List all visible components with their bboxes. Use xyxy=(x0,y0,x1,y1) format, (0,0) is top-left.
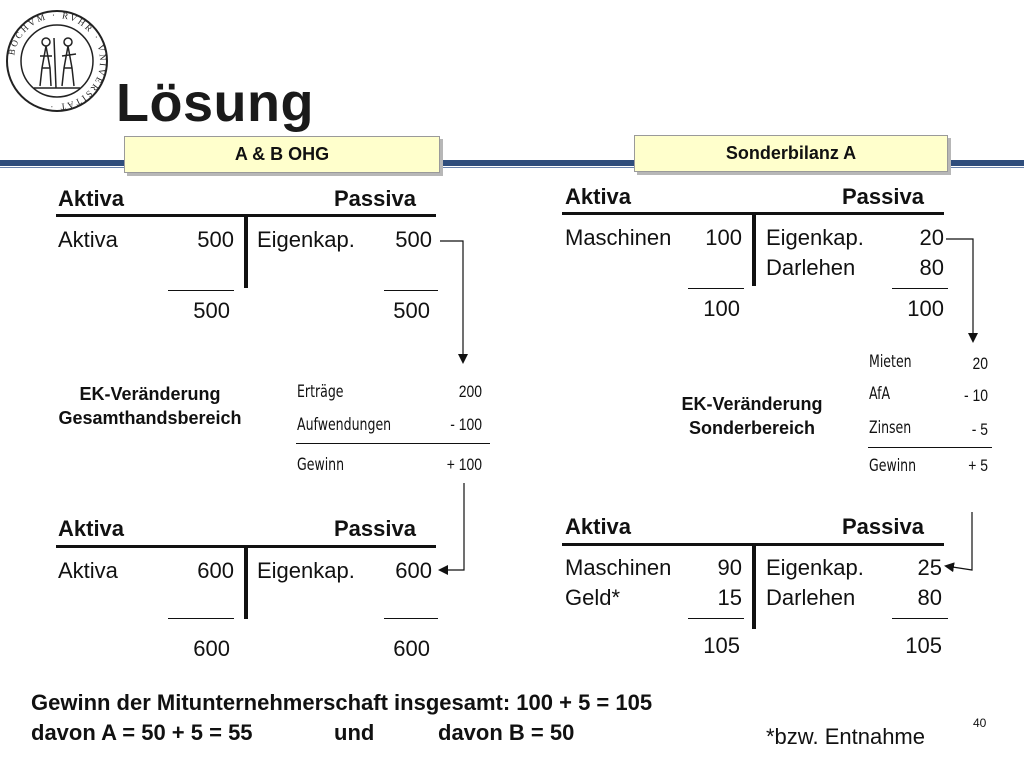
ohg-profit-to-equity-arrow xyxy=(438,483,465,575)
sonder-change-row-value: - 10 xyxy=(963,386,988,405)
sonder-after-passiva-header: Passiva xyxy=(842,514,924,539)
sonder-before-aktiva-header: Aktiva xyxy=(565,184,632,209)
ohg-after-right-value: 600 xyxy=(395,558,432,583)
ohg-label-box: A & B OHG xyxy=(124,136,440,173)
ohg-change-caption-line2: Gesamthandsbereich xyxy=(58,408,242,428)
sonder-change-sum-rule xyxy=(868,447,992,448)
university-seal-logo: BOCHVM · RVHR · VNIVERSITAT · xyxy=(6,10,108,112)
ohg-before-divider xyxy=(244,214,248,288)
sonder-change-row-label: Zinsen xyxy=(869,418,912,438)
ohg-equity-down-arrow xyxy=(440,240,468,364)
sonder-after-divider xyxy=(752,543,756,629)
summary-line-2-b: davon B = 50 xyxy=(438,720,575,745)
sonder-before-right-value: 80 xyxy=(919,255,944,280)
header-rule xyxy=(0,160,1024,166)
ohg-before-right-value: 500 xyxy=(395,227,432,252)
ohg-before-passiva-header: Passiva xyxy=(334,186,416,211)
sonder-after-right-label: Eigenkap. xyxy=(766,555,864,580)
sonder-before-divider xyxy=(752,212,756,286)
sonder-change-row-label: Mieten xyxy=(869,352,912,372)
sonder-before-right-sum-rule xyxy=(892,288,948,289)
sonder-after-aktiva-header: Aktiva xyxy=(565,514,632,539)
ohg-change-sum-rule xyxy=(296,443,490,444)
ohg-change-caption: EK-Veränderung Gesamthandsbereich xyxy=(30,382,270,430)
ohg-after-aktiva-header: Aktiva xyxy=(58,516,125,541)
sonder-after-left-value: 15 xyxy=(717,585,742,610)
sonder-after-left-label: Geld* xyxy=(565,585,621,610)
sonder-change-row-value: - 5 xyxy=(971,420,988,439)
sonder-after-right-sum-rule xyxy=(892,618,948,619)
sonder-before-left-value: 100 xyxy=(705,225,742,250)
sonder-after-left-value: 90 xyxy=(717,555,742,580)
ohg-after-right-label: Eigenkap. xyxy=(257,558,355,583)
sonder-profit-to-equity-arrow xyxy=(944,512,973,573)
ohg-before-left-value: 500 xyxy=(197,227,234,252)
ohg-change-caption-line1: EK-Veränderung xyxy=(79,384,221,404)
sonder-change-caption-line2: Sonderbereich xyxy=(688,418,816,438)
sonder-before-left-sum-rule xyxy=(688,288,744,289)
ohg-change-row-value: 200 xyxy=(458,382,482,401)
sonder-after-left-label: Maschinen xyxy=(565,555,672,580)
sonder-change-result-label: Gewinn xyxy=(869,456,917,476)
ohg-before-left-total: 500 xyxy=(193,298,230,323)
ohg-after-right-total: 600 xyxy=(393,636,430,661)
summary-line-1: Gewinn der Mitunternehmerschaft insgesam… xyxy=(31,690,653,715)
ohg-after-divider xyxy=(244,545,248,619)
ohg-change-row-value: - 100 xyxy=(450,415,482,434)
sonder-before-right-label: Darlehen xyxy=(766,255,856,280)
ohg-change-row-label: Erträge xyxy=(297,382,344,402)
sonder-label-box: Sonderbilanz A xyxy=(634,135,948,172)
ohg-after-right-sum-rule xyxy=(384,618,438,619)
sonder-equity-down-arrow xyxy=(946,238,978,343)
ohg-after-left-label: Aktiva xyxy=(58,558,118,583)
header-rule-thin xyxy=(0,167,1024,168)
summary-line-2-und: und xyxy=(334,720,375,745)
sonder-after-right-total: 105 xyxy=(905,633,942,658)
sonder-before-left-total: 100 xyxy=(703,296,740,321)
sonder-before-passiva-header: Passiva xyxy=(842,184,924,209)
ohg-change-row-label: Aufwendungen xyxy=(297,415,392,435)
ohg-change-result-label: Gewinn xyxy=(297,455,345,475)
sonder-change-result-value: + 5 xyxy=(968,456,988,475)
sonder-before-left-label: Maschinen xyxy=(565,225,672,250)
sonder-change-caption: EK-Veränderung Sonderbereich xyxy=(642,392,862,440)
ohg-before-right-total: 500 xyxy=(393,298,430,323)
ohg-before-aktiva-header: Aktiva xyxy=(58,186,125,211)
sonder-before-right-value: 20 xyxy=(919,225,944,250)
page-number: 40 xyxy=(973,716,987,730)
sonder-change-row-value: 20 xyxy=(972,354,988,373)
ohg-before-right-label: Eigenkap. xyxy=(257,227,355,252)
sonder-after-left-sum-rule xyxy=(688,618,744,619)
ohg-before-left-sum-rule xyxy=(168,290,234,291)
sonder-change-caption-line1: EK-Veränderung xyxy=(681,394,823,414)
sonder-after-right-value: 25 xyxy=(917,555,942,580)
ohg-change-result-value: + 100 xyxy=(446,455,482,474)
ohg-before-right-sum-rule xyxy=(384,290,438,291)
ohg-before-left-label: Aktiva xyxy=(58,227,118,252)
summary-line-2-a: davon A = 50 + 5 = 55 xyxy=(31,720,253,745)
sonder-after-left-total: 105 xyxy=(703,633,740,658)
ohg-after-left-value: 600 xyxy=(197,558,234,583)
footnote: *bzw. Entnahme xyxy=(766,724,925,749)
ohg-after-left-sum-rule xyxy=(168,618,234,619)
ohg-after-left-total: 600 xyxy=(193,636,230,661)
sonder-before-right-label: Eigenkap. xyxy=(766,225,864,250)
sonder-before-right-total: 100 xyxy=(907,296,944,321)
sonder-change-row-label: AfA xyxy=(869,384,891,404)
sonder-after-right-label: Darlehen xyxy=(766,585,856,610)
sonder-after-right-value: 80 xyxy=(917,585,942,610)
slide-title: Lösung xyxy=(116,73,314,133)
ohg-after-passiva-header: Passiva xyxy=(334,516,416,541)
